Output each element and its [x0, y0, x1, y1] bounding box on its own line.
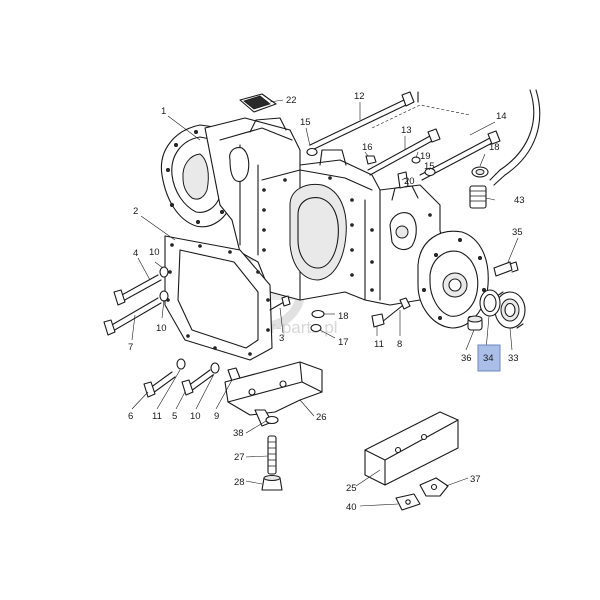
part-label[interactable]: 36	[461, 353, 472, 364]
part-6-bolt[interactable]	[143, 371, 176, 398]
part-11-washer-right[interactable]	[371, 313, 385, 328]
part-15-washer-lower[interactable]	[424, 167, 436, 177]
part-label[interactable]: 15	[424, 161, 435, 172]
part-label[interactable]: 35	[512, 227, 523, 238]
part-label[interactable]: 6	[128, 411, 133, 422]
part-label[interactable]: 22	[286, 95, 297, 106]
part-19-washer[interactable]	[411, 156, 421, 164]
part-4-bolt[interactable]	[113, 274, 162, 306]
part-label[interactable]: 18	[338, 311, 349, 322]
part-15-washer-upper[interactable]	[306, 147, 318, 157]
part-label[interactable]: 3	[279, 333, 284, 344]
part-20-bolt[interactable]	[397, 171, 409, 189]
part-label[interactable]: 40	[346, 502, 357, 513]
part-label[interactable]: 2	[133, 206, 138, 217]
part-label[interactable]: 16	[362, 142, 373, 153]
part-label[interactable]: 11	[374, 339, 384, 350]
part-label[interactable]: 10	[156, 323, 167, 334]
transmission-housing[interactable]	[204, 117, 446, 306]
part-35-bolt[interactable]	[493, 261, 519, 277]
part-34-ring[interactable]	[479, 289, 501, 317]
part-18-washer[interactable]	[311, 309, 325, 319]
part-label[interactable]: 10	[149, 247, 160, 258]
part-27-stud[interactable]	[267, 435, 277, 475]
part-labels: 1 2 3 4 5 6 7 8 9 10 10 10 11 11 12 13 1…	[128, 91, 525, 513]
leader-lines	[131, 99, 519, 507]
part-40-lock-tab[interactable]	[395, 493, 421, 511]
part-label[interactable]: 4	[133, 248, 138, 259]
part-label[interactable]: 28	[234, 477, 245, 488]
part-7-bolt[interactable]	[103, 297, 162, 336]
part-36-bushing[interactable]	[467, 315, 483, 331]
part-label[interactable]: 43	[514, 195, 525, 206]
part-28-nut[interactable]	[261, 475, 283, 491]
part-37-clip[interactable]	[419, 477, 449, 497]
part-11-washer[interactable]	[176, 358, 186, 370]
part-10-washer-middle[interactable]	[159, 290, 169, 302]
part-label[interactable]: 10	[190, 411, 201, 422]
part-2-gasket[interactable]	[164, 235, 273, 361]
part-label[interactable]: 14	[496, 111, 507, 122]
part-label[interactable]: 9	[214, 411, 219, 422]
part-label[interactable]: 25	[346, 483, 357, 494]
part-14-pipe[interactable]	[489, 89, 541, 186]
part-3-bolt[interactable]	[269, 295, 291, 311]
part-5-bolt[interactable]	[181, 369, 214, 396]
part-label[interactable]: 8	[397, 339, 402, 350]
part-label[interactable]: 33	[508, 353, 519, 364]
part-label[interactable]: 19	[420, 151, 431, 162]
part-10-washer-lower[interactable]	[210, 362, 220, 374]
part-16-nut[interactable]	[365, 155, 377, 165]
part-12-stud[interactable]	[309, 91, 415, 151]
part-25-plate[interactable]	[364, 411, 459, 486]
part-label[interactable]: 1	[161, 106, 166, 117]
part-13-stud[interactable]	[367, 128, 441, 176]
part-10-washer-upper[interactable]	[159, 266, 169, 278]
part-label[interactable]: 27	[234, 452, 245, 463]
part-17-nut[interactable]	[310, 323, 322, 333]
part-label[interactable]: 11	[152, 411, 162, 422]
part-label[interactable]: 38	[233, 428, 244, 439]
part-label[interactable]: 17	[338, 337, 349, 348]
part-label[interactable]: 20	[404, 176, 415, 187]
part-label[interactable]: 5	[172, 411, 177, 422]
part-label[interactable]: 26	[316, 412, 327, 423]
rear-axle-flange[interactable]	[417, 230, 489, 329]
part-label[interactable]: 15	[300, 117, 311, 128]
part-label[interactable]: 37	[470, 474, 481, 485]
part-38-washer[interactable]	[265, 415, 279, 425]
part-label[interactable]: 7	[128, 342, 133, 353]
highlight-box	[477, 344, 501, 372]
part-label[interactable]: 18	[489, 142, 500, 153]
part-8-bolt[interactable]	[381, 297, 411, 323]
part-18-union[interactable]	[471, 166, 489, 178]
part-label[interactable]: 12	[354, 91, 365, 102]
part-43-union-bolt[interactable]	[469, 185, 487, 209]
part-label[interactable]: 34	[483, 353, 494, 364]
part-22-cover-plate[interactable]	[239, 93, 277, 113]
part-label[interactable]: 13	[401, 125, 412, 136]
